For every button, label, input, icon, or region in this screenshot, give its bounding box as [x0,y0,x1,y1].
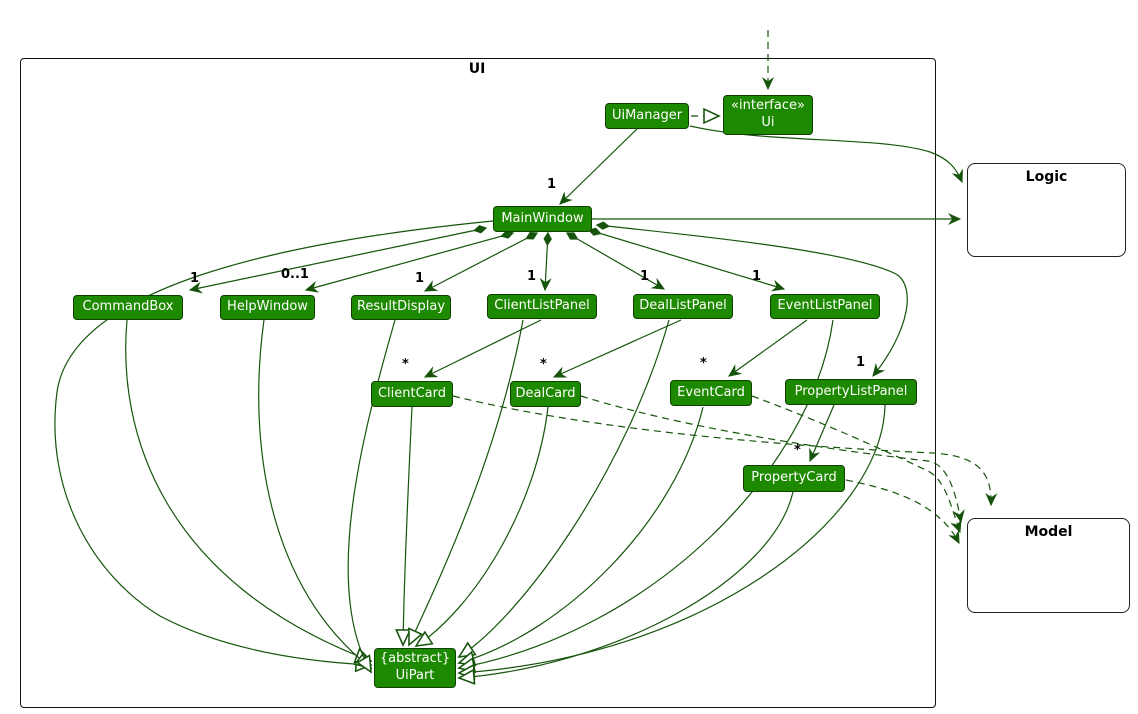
rel-propertycard-uipart [459,491,794,678]
rel-mainwindow-resultdisplay [423,232,539,292]
class-mainwindow: MainWindow [493,206,592,232]
multiplicity-propertycard: * [794,443,801,458]
class-clientcard-label: ClientCard [377,385,447,401]
class-propertylistpanel: PropertyListPanel [785,379,917,405]
rel-helpwindow-uipart [258,319,371,668]
class-eventcard-label: EventCard [677,384,745,400]
rel-mainwindow-clientlistpanel [539,231,552,292]
class-helpwindow: HelpWindow [220,295,315,320]
multiplicity-deallistpanel: 1 [640,269,650,284]
rel-mainwindow-deallistpanel [565,232,666,290]
rel-commandbox-uipart [125,319,371,661]
class-clientlistpanel: ClientListPanel [487,294,597,319]
rel-mainwindow-uipart [54,220,494,665]
multiplicity-dealcard: * [540,357,547,372]
rel-eventlistpanel-uipart [459,319,834,668]
rel-resultdisplay-uipart [347,319,396,672]
component-logic-label: Logic [1025,169,1068,185]
class-deallistpanel-label: DealListPanel [639,298,727,314]
class-ui-interface: «interface» Ui [723,95,813,135]
component-logic: Logic [967,163,1126,257]
rel-propertylistpanel-propertycard [809,404,835,463]
multiplicity-commandbox: 1 [190,271,200,286]
rel-eventcard-model [751,395,962,534]
class-resultdisplay-label: ResultDisplay [356,299,446,315]
rel-propertycard-model [845,479,960,545]
class-eventlistpanel: EventListPanel [770,294,880,319]
class-uipart-stereotype: {abstract} [379,651,451,667]
rel-dealcard-uipart [416,406,549,646]
class-uipart-abstract: {abstract} UiPart [374,648,456,688]
ui-package-frame [20,58,936,708]
ui-package-label: UI [468,61,486,77]
class-uipart-name: UiPart [395,668,435,683]
class-dealcard: DealCard [510,381,581,407]
rel-eventcard-uipart [459,406,704,663]
class-ui-name: Ui [761,115,775,130]
multiplicity-eventcard: * [700,356,707,371]
class-propertycard-label: PropertyCard [751,470,837,486]
class-ui-stereotype: «interface» [731,98,805,114]
rel-deallistpanel-dealcard [552,319,682,378]
rel-mainwindow-propertylistpanel [595,221,908,377]
class-eventcard: EventCard [670,380,752,406]
class-propertylistpanel-label: PropertyListPanel [794,383,908,399]
rel-deallistpanel-uipart [459,319,670,657]
multiplicity-helpwindow: 0..1 [281,267,309,282]
rel-clientlistpanel-clientcard [423,319,542,378]
class-helpwindow-label: HelpWindow [227,299,308,315]
rel-clientcard-uipart [403,406,413,645]
multiplicity-clientcard: * [402,357,409,372]
multiplicity-mainwindow: 1 [547,177,557,192]
rel-propertylistpanel-uipart [459,404,886,673]
multiplicity-eventlistpanel: 1 [752,269,762,284]
class-propertycard: PropertyCard [743,465,845,492]
multiplicity-propertylistpanel: 1 [856,355,866,370]
component-model: Model [967,518,1130,613]
multiplicity-resultdisplay: 1 [415,271,425,286]
component-model-label: Model [1024,524,1073,540]
class-commandbox: CommandBox [73,295,183,320]
class-resultdisplay: ResultDisplay [351,295,451,320]
class-mainwindow-label: MainWindow [501,210,584,226]
class-clientcard: ClientCard [371,381,453,407]
class-uimanager-label: UiManager [611,107,683,123]
rel-clientcard-model [452,395,998,507]
class-commandbox-label: CommandBox [82,299,174,315]
class-deallistpanel: DealListPanel [633,294,733,319]
class-dealcard-label: DealCard [515,385,576,401]
multiplicity-clientlistpanel: 1 [527,269,537,284]
rel-uimanager-mainwindow [559,128,638,205]
class-eventlistpanel-label: EventListPanel [777,298,873,314]
class-clientlistpanel-label: ClientListPanel [494,298,590,314]
rel-dealcard-model [580,395,965,524]
rel-clientlistpanel-uipart [409,319,524,645]
rel-eventlistpanel-eventcard [728,319,808,377]
class-uimanager: UiManager [605,103,689,129]
